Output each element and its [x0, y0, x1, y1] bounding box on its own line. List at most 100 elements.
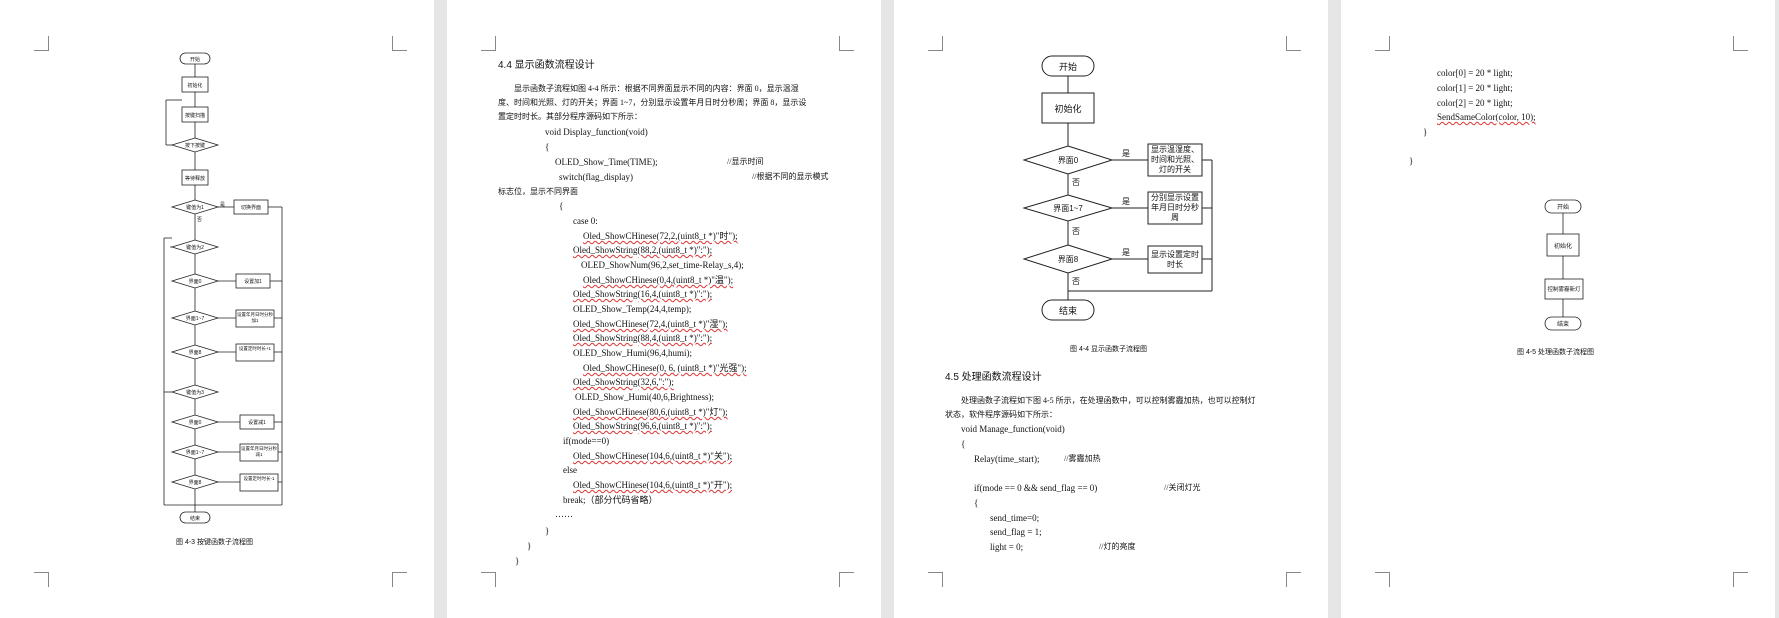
flow-no: 否	[197, 217, 203, 223]
display-flowchart	[1022, 55, 1213, 321]
flow-start: 开始	[1556, 205, 1569, 211]
code-line: }	[515, 556, 520, 566]
flow-iface17: 界面1~7	[1053, 203, 1083, 213]
code-line: Oled_ShowString(88,2,(uint8_t *)":");	[573, 245, 713, 255]
flow-add: 设置加1	[244, 279, 262, 285]
code-line: void Manage_function(void)	[961, 424, 1065, 434]
flow-no: 否	[1072, 178, 1080, 187]
code-line: color[2] = 20 * light;	[1437, 98, 1513, 108]
code-line: }	[545, 526, 550, 536]
code-line: Oled_ShowCHinese(72,4,(uint8_t *)"湿");	[573, 319, 728, 329]
code-line: if(mode == 0 && send_flag == 0)	[974, 483, 1098, 493]
code-comment: //灯的亮度	[1099, 542, 1136, 551]
code-line: Oled_ShowString(88,4,(uint8_t *)":");	[573, 333, 713, 343]
flow-control: 控制雾霾新灯	[1547, 287, 1581, 293]
flow-no: 否	[1072, 277, 1080, 286]
figure-caption: 图 4-5 处理函数子流程图	[1517, 349, 1595, 356]
figure-caption: 图 4-4 显示函数子流程图	[1070, 346, 1148, 353]
code-line: send_time=0;	[990, 513, 1040, 523]
code-line: Oled_ShowCHinese(0, 6, (uint8_t *)"光强");	[583, 363, 747, 373]
paragraph-line: 显示函数子流程如图 4-4 所示：根据不同界面显示不同的内容：界面 0，显示温湿	[514, 84, 799, 93]
flow-end: 结束	[1058, 305, 1077, 316]
code-line: Oled_ShowString(16,4,(uint8_t *)":");	[573, 289, 713, 299]
code-line: Oled_ShowCHinese(72,2,(uint8_t *)"时");	[583, 231, 738, 241]
flow-iface0: 界面0	[188, 279, 202, 285]
code-line: color[1] = 20 * light;	[1437, 83, 1513, 93]
code-line: }	[1423, 127, 1428, 137]
code-comment: //根据不同的显示模式	[752, 172, 829, 181]
code-line: case 0:	[573, 216, 598, 226]
code-comment: //雾霾加热	[1064, 454, 1101, 463]
paragraph-line: 置定时时长。其部分程序源码如下所示：	[498, 112, 642, 121]
paragraph-line: 状态，软件程序源码如下所示：	[945, 410, 1057, 419]
flow-end: 结束	[189, 516, 200, 522]
flow-iface0b: 界面0	[188, 420, 202, 426]
flow-sub: 设置减1	[248, 420, 266, 426]
code-line: Oled_ShowCHinese(104,6,(uint8_t *)"关");	[573, 451, 733, 461]
flow-iface8b: 界面8	[188, 480, 202, 486]
flow-no: 否	[1072, 227, 1080, 236]
code-comment: //显示时间	[727, 157, 764, 166]
flow-init: 初始化	[1054, 103, 1082, 114]
section-heading: 4.4 显示函数流程设计	[498, 60, 595, 71]
flow-key1: 键值为1	[186, 205, 204, 211]
flow-iface0: 界面0	[1057, 155, 1079, 165]
page-2: 4.4 显示函数流程设计 显示函数子流程如图 4-4 所示：根据不同界面显示不同…	[447, 0, 881, 618]
code-line: }	[1409, 156, 1414, 166]
code-line: switch(flag_display)	[559, 172, 633, 182]
flow-key2: 键值为2	[186, 245, 204, 251]
flow-time-add: 设置年月日时分秒加1	[237, 312, 273, 323]
code-line: {	[974, 498, 979, 508]
code-line: color[0] = 20 * light;	[1437, 68, 1513, 78]
flow-yes: 是	[1122, 149, 1130, 158]
flow-show8: 显示设置定时时长	[1151, 249, 1199, 269]
code-line: {	[559, 201, 564, 211]
code-line: OLED_Show_Humi(40,6,Brightness);	[575, 392, 714, 402]
code-line: void Display_function(void)	[545, 127, 648, 137]
flow-key3: 键值为3	[186, 390, 204, 396]
code-line: if(mode==0)	[563, 436, 610, 446]
flow-release: 等待释放	[184, 176, 205, 182]
page-4: color[0] = 20 * light; color[1] = 20 * l…	[1341, 0, 1775, 618]
flow-start: 开始	[1058, 61, 1077, 72]
flow-scan: 按键扫描	[184, 113, 205, 119]
code-line: break;（部分代码省略）	[563, 495, 658, 505]
flow-iface8: 界面8	[188, 350, 202, 356]
flow-init: 初始化	[187, 83, 203, 89]
flow-show17: 分别显示设置年月日时分秒周	[1151, 193, 1199, 222]
code-line: light = 0;	[990, 542, 1024, 552]
flow-yes: 是	[1122, 197, 1130, 206]
flow-yes: 是	[1122, 248, 1130, 257]
flow-press: 按下按键	[184, 143, 205, 149]
code-line: Relay(time_start);	[974, 454, 1040, 464]
code-line: Oled_ShowString(96,6,(uint8_t *)":");	[573, 421, 713, 431]
code-line: Oled_ShowCHinese(104,6,(uint8_t *)"开");	[573, 480, 733, 490]
flow-switch: 切换界面	[240, 205, 261, 211]
code-line: SendSameColor(color, 10);	[1437, 112, 1536, 122]
code-line: OLED_Show_Temp(24,4,temp);	[573, 304, 692, 314]
code-comment: //关闭灯光	[1164, 483, 1201, 492]
flow-show0: 显示温湿度、时间和光照、灯的开关	[1151, 145, 1199, 174]
code-comment: 标志位，显示不同界面	[498, 187, 578, 196]
key-flowchart	[163, 52, 283, 524]
code-line: else	[563, 465, 577, 475]
code-line: Oled_ShowCHinese(80,6,(uint8_t *)"灯");	[573, 407, 728, 417]
code-line: Oled_ShowString(32,6,":");	[573, 377, 674, 387]
code-line: ……	[555, 509, 573, 519]
page-1: 开始 初始化 按键扫描 按下按键 等待释放 键值为1 切换界面 键值为2 界面0…	[0, 0, 434, 618]
paragraph-line: 处理函数子流程如下图 4-5 所示，在处理函数中，可以控制雾霾加热，也可以控制灯	[961, 396, 1256, 405]
flow-iface8: 界面8	[1057, 254, 1079, 264]
code-line: {	[961, 439, 966, 449]
flow-timer-sub: 设置定时时长-1	[243, 476, 275, 481]
page-3: 开始 初始化 界面0 显示温湿度、时间和光照、灯的开关 界面1~7 分别显示设置…	[894, 0, 1328, 618]
section-heading: 4.5 处理函数流程设计	[945, 372, 1042, 383]
code-line: OLED_ShowNum(96,2,set_time-Relay_s,4);	[581, 260, 744, 270]
paragraph-line: 度、时间和光照、灯的开关；界面 1~7，分别显示设置年月日时分秒周；界面 8，显…	[498, 98, 807, 107]
code-line: OLED_Show_Humi(96,4,humi);	[573, 348, 692, 358]
flow-iface17: 界面1~7	[185, 316, 205, 322]
code-line: OLED_Show_Time(TIME);	[555, 157, 658, 167]
flow-init: 初始化	[1553, 243, 1572, 250]
manage-flowchart	[1544, 199, 1584, 331]
flow-time-sub: 设置年月日时分秒减1	[241, 446, 277, 457]
flow-timer-add: 设置定时时长+1	[238, 346, 272, 351]
